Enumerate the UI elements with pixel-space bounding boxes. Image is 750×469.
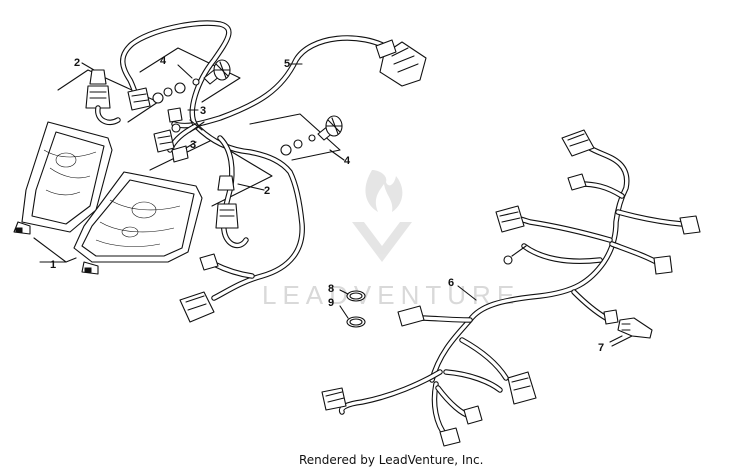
bulb-3-lower — [153, 129, 189, 163]
callout-3-lower: 3 — [190, 139, 196, 151]
leader-lines — [81, 62, 623, 343]
bulb-3-upper — [167, 107, 183, 133]
callout-2-upper: 2 — [74, 57, 80, 69]
callout-9: 9 — [328, 297, 334, 309]
callout-7: 7 — [598, 342, 604, 354]
callout-1: 1 — [50, 259, 56, 271]
bulb-4-upper — [163, 59, 231, 97]
callout-6: 6 — [448, 277, 454, 289]
callout-3-upper: 3 — [200, 105, 206, 117]
headlight-right — [73, 171, 203, 275]
callout-5: 5 — [284, 58, 290, 70]
part-7 — [611, 317, 653, 347]
socket-2-upper — [85, 69, 121, 126]
callout-2-lower: 2 — [264, 185, 270, 197]
harness-6 — [321, 129, 701, 447]
footer-credit: Rendered by LeadVenture, Inc. — [299, 453, 483, 467]
socket-upper-mid — [127, 87, 164, 111]
bulb-4-lower — [280, 115, 343, 156]
watermark-text: LEADVENTURE — [262, 280, 520, 310]
socket-2-lower — [215, 175, 239, 229]
ring-8 — [346, 290, 366, 302]
callout-4-upper: 4 — [160, 55, 167, 67]
ring-9 — [346, 316, 366, 328]
callout-4-lower: 4 — [344, 155, 351, 167]
callout-8: 8 — [328, 283, 334, 295]
watermark-logo — [352, 170, 412, 262]
leader-1 — [33, 237, 77, 263]
headlight-left — [13, 121, 113, 235]
